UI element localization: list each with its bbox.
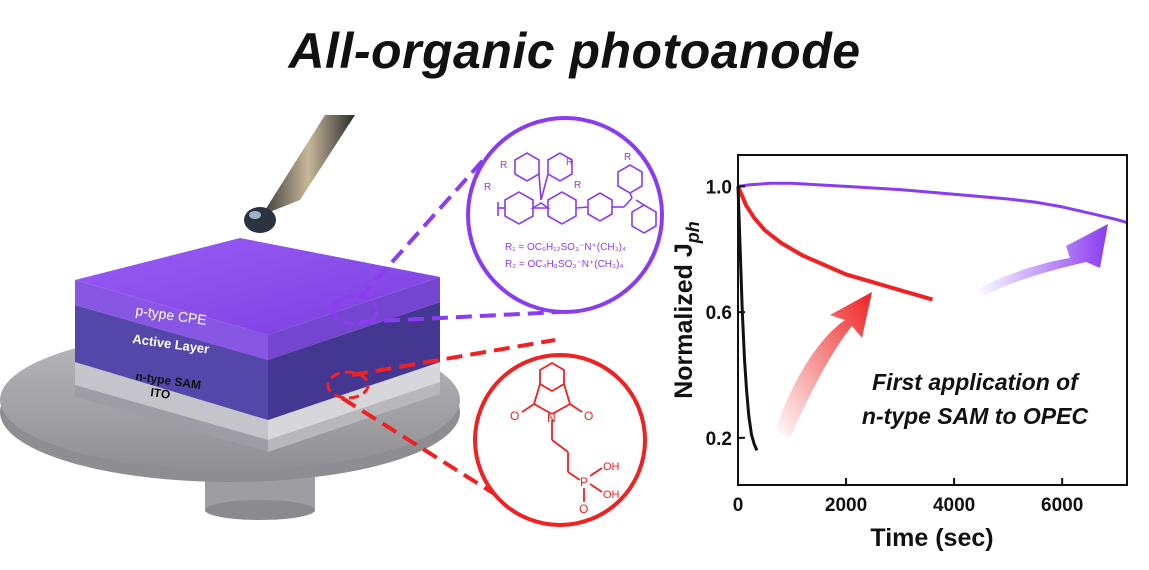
cpe-layer-side bbox=[75, 280, 268, 360]
sam-atom-o1: O bbox=[510, 409, 519, 423]
cpe-r1-label-c: R bbox=[566, 157, 573, 168]
cpe-r2-formula: R₂ = OC₄H₈SO₃⁻N⁺(CH₃)₄ bbox=[505, 259, 624, 270]
series-line-1 bbox=[736, 185, 934, 302]
cpe-r1-label-a: R bbox=[500, 160, 507, 171]
sam-layer-right bbox=[268, 362, 440, 440]
chart-ylabel-main: Normalized J bbox=[670, 243, 698, 399]
purple-arrow bbox=[975, 224, 1108, 295]
chart-frame bbox=[737, 154, 1128, 486]
sam-atom-p: P bbox=[580, 475, 588, 489]
sam-structure bbox=[521, 361, 603, 502]
x-tick-label: 4000 bbox=[933, 495, 975, 516]
chart-ylabel: Normalized Jph bbox=[670, 221, 703, 399]
active-layer-right bbox=[268, 302, 440, 420]
cpe-layer-right bbox=[268, 277, 440, 360]
stand-post-base bbox=[205, 500, 315, 520]
chart-ticks-group: 0 2000 4000 6000 0.2 0.6 1.0 bbox=[706, 177, 1084, 516]
sam-atom-o2: O bbox=[584, 409, 593, 423]
sam-molecule-callout: O O N P OH OH O bbox=[326, 338, 647, 527]
active-layer-side bbox=[75, 305, 268, 420]
cpe-pointer-ellipse bbox=[331, 294, 379, 326]
y-tick-label: 1.0 bbox=[706, 177, 732, 198]
cpe-molecule-callout: R R R R R R₁ = OC₆H₁₂SO₃⁻N⁺(CH₃)₄ R₂ = O… bbox=[331, 116, 664, 326]
pipette-tip bbox=[262, 115, 355, 215]
series-line-2 bbox=[736, 186, 759, 451]
sam-layer-side bbox=[75, 362, 268, 440]
cpe-r2-label: R bbox=[624, 152, 631, 163]
droplet bbox=[244, 207, 276, 233]
annotation-line-2: n-type SAM to OPEC bbox=[862, 403, 1089, 429]
sam-pointer-ellipse bbox=[326, 370, 370, 400]
cpe-pointer-line-top bbox=[358, 156, 487, 300]
page-title: All-organic photoanode bbox=[288, 23, 861, 79]
x-tick-label: 0 bbox=[733, 495, 744, 516]
y-tick-label: 0.6 bbox=[706, 303, 732, 324]
cpe-r1-label-b: R bbox=[484, 182, 491, 193]
sam-atom-o3: O bbox=[579, 502, 588, 516]
y-tick-label: 0.2 bbox=[706, 429, 732, 450]
chart-photocurrent: 0 2000 4000 6000 0.2 0.6 1.0 First application… bbox=[670, 154, 1128, 552]
droplet-highlight bbox=[249, 211, 261, 219]
layer-label-ito: ITO bbox=[150, 385, 172, 402]
device-illustration: p-type CPE Active Layer n-type SAM ITO bbox=[0, 115, 460, 520]
cpe-r1-formula: R₁ = OC₆H₁₂SO₃⁻N⁺(CH₃)₄ bbox=[505, 242, 626, 253]
x-tick-label: 6000 bbox=[1041, 495, 1083, 516]
x-tick-label: 2000 bbox=[825, 495, 867, 516]
sam-atom-oh2: OH bbox=[603, 489, 620, 501]
sam-atom-oh1: OH bbox=[603, 461, 620, 473]
cpe-structure bbox=[497, 152, 657, 234]
ito-layer-right bbox=[268, 382, 440, 452]
sam-pointer-line-top bbox=[351, 338, 556, 377]
chart-ylabel-sub: ph bbox=[683, 221, 703, 244]
chart-series-group bbox=[736, 181, 1128, 451]
annotation-line-1: First application of bbox=[872, 369, 1080, 395]
cpe-layer-top bbox=[75, 238, 440, 335]
red-arrow bbox=[775, 292, 872, 438]
cpe-r1-label-d: R bbox=[574, 180, 581, 191]
series-line-0 bbox=[737, 181, 1128, 225]
sam-molecule-circle bbox=[473, 353, 647, 527]
sam-atom-n: N bbox=[547, 411, 556, 425]
chart-xlabel: Time (sec) bbox=[870, 524, 993, 552]
cpe-molecule-circle bbox=[466, 116, 664, 314]
ito-layer-side bbox=[75, 385, 268, 452]
cpe-pointer-line-bottom bbox=[359, 310, 561, 324]
